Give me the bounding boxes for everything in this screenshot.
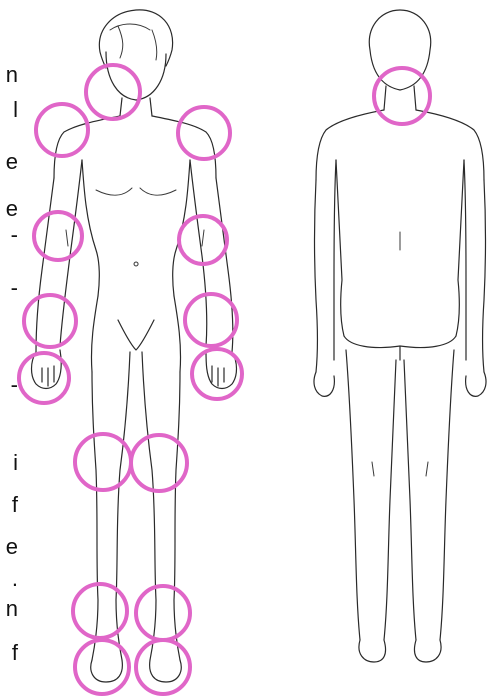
front-right-arm — [190, 160, 233, 352]
joint-marker-left-foot — [75, 640, 129, 694]
front-chest-lines — [96, 188, 176, 266]
back-body-figure — [314, 10, 486, 662]
joint-marker-right-shoulder — [178, 107, 230, 159]
joint-marker-right-foot — [136, 640, 190, 694]
back-buttocks — [344, 336, 456, 360]
joint-marker-right-hand — [192, 349, 242, 399]
front-hips — [91, 296, 180, 372]
joint-marker-back-neck — [374, 68, 430, 124]
front-left-leg — [92, 352, 130, 660]
joint-marker-right-ankle — [136, 586, 190, 640]
back-torso — [316, 110, 484, 336]
front-torso — [54, 116, 216, 296]
back-left-arm — [315, 160, 337, 372]
front-right-leg — [142, 352, 180, 660]
joint-marker-left-elbow — [34, 212, 82, 260]
back-right-leg — [404, 350, 454, 640]
joint-marker-neck — [86, 65, 140, 119]
back-knee-creases — [372, 462, 428, 476]
joint-marker-left-ankle — [73, 584, 127, 638]
joint-marker-left-wrist — [24, 295, 76, 347]
joint-marker-left-hand — [19, 353, 69, 403]
joint-marker-left-knee — [75, 434, 131, 490]
back-left-hand — [314, 372, 334, 396]
joint-marker-right-wrist — [185, 294, 237, 346]
joint-marker-left-shoulder — [36, 104, 88, 156]
back-feet — [359, 640, 441, 662]
back-right-hand — [466, 372, 486, 396]
front-hair-strands — [110, 24, 157, 60]
front-right-elbow-crease — [202, 230, 204, 246]
back-left-leg — [346, 350, 396, 640]
front-left-elbow-crease — [66, 230, 68, 246]
back-right-arm — [464, 160, 486, 372]
front-hair — [99, 10, 172, 68]
joint-marker-right-knee — [131, 435, 187, 491]
